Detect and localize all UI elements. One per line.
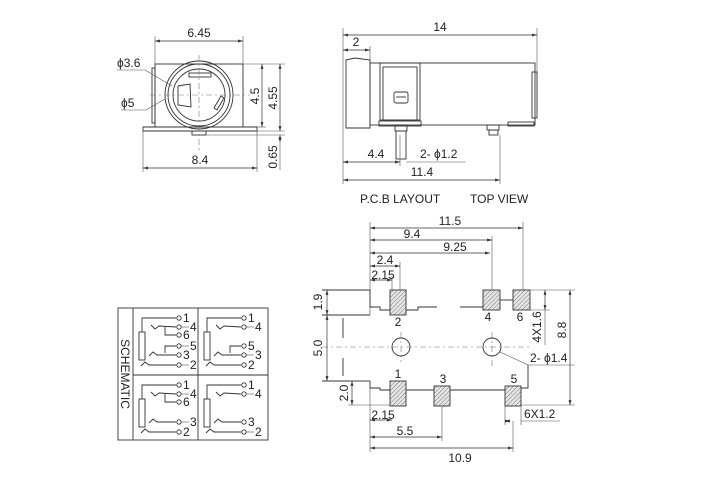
pin-terminal — [176, 343, 182, 349]
body-top — [369, 62, 536, 126]
pin-label: 6 — [183, 328, 190, 342]
dim-length: 14 — [433, 20, 447, 34]
dim-width-bottom: 8.4 — [192, 153, 209, 167]
pin-terminal — [176, 315, 182, 321]
jack-sleeve-symbol — [203, 398, 211, 428]
dim-pin-diameter: 2- ϕ1.2 — [420, 147, 458, 161]
pad-label-6: 6 — [517, 310, 524, 324]
dim-pad-bottom: 6X1.2 — [524, 407, 556, 421]
caption-top-view: TOP VIEW — [470, 192, 529, 206]
dim-1-9: 1.9 — [311, 293, 325, 310]
schematic-title: SCHEMATIC — [118, 339, 132, 409]
pin-terminal — [176, 429, 182, 435]
pin-label: 3 — [248, 415, 255, 429]
dim-9-25: 9.25 — [443, 240, 467, 254]
pin-terminal — [241, 382, 247, 388]
front-view: 6.45 ϕ3.6 ϕ5 4.5 4.55 0.65 8.4 — [117, 26, 285, 172]
pin-label: 1 — [183, 378, 190, 392]
pin-terminal — [176, 324, 182, 330]
dim-10-9: 10.9 — [448, 451, 472, 465]
pin-terminal — [176, 362, 182, 368]
pad-3 — [433, 385, 451, 407]
pin-label: 1 — [248, 378, 255, 392]
pad-1 — [389, 380, 407, 407]
pin-label: 2 — [183, 425, 190, 439]
dim-height-inner: 4.5 — [248, 87, 262, 104]
pin-label: 4 — [255, 387, 262, 401]
dim-2-15-top: 2.15 — [371, 268, 395, 282]
top-view: 14 2 4.4 2- ϕ1.2 11.4 P.C.B LAYOUT TOP V… — [342, 20, 538, 206]
pin-terminal — [241, 315, 247, 321]
pad-4 — [482, 289, 501, 311]
dim-5-5: 5.5 — [397, 424, 414, 438]
pin-label: 4 — [255, 320, 262, 334]
mounting-hole — [391, 337, 411, 357]
pin-terminal — [241, 362, 247, 368]
pin-label: 4 — [190, 387, 197, 401]
pin-terminal — [241, 352, 247, 358]
pin-label: 2 — [248, 358, 255, 372]
caption-pcb-layout: P.C.B LAYOUT — [360, 192, 441, 206]
pad-label-1: 1 — [395, 367, 402, 381]
pin-label: 6 — [183, 395, 190, 409]
pad-label-4: 4 — [485, 310, 492, 324]
dim-2-15-bottom: 2.15 — [371, 408, 395, 422]
pin-terminal — [241, 391, 247, 397]
pin-label: 3 — [190, 415, 197, 429]
pin-label: 5 — [248, 339, 255, 353]
pin-terminal — [176, 391, 182, 397]
pin-terminal — [176, 382, 182, 388]
dim-2-0: 2.0 — [337, 384, 351, 401]
pin-terminal — [176, 399, 182, 405]
dim-pin1-offset: 4.4 — [368, 147, 385, 161]
pin-terminal — [241, 419, 247, 425]
pin-terminal — [241, 343, 247, 349]
dim-pad-top: 4X1.6 — [530, 311, 544, 343]
dim-dia-inner: ϕ3.6 — [117, 56, 141, 70]
pad-2 — [389, 289, 407, 316]
pcb-layout: 11.5 9.4 9.25 2.4 2.15 2- ϕ1.4 2 — [311, 214, 575, 465]
mounting-hole — [482, 337, 502, 357]
dim-holes: 2- ϕ1.4 — [530, 351, 568, 365]
dim-8-8: 8.8 — [555, 321, 569, 338]
jack-sleeve-symbol — [138, 398, 146, 428]
pin-label: 2 — [255, 425, 262, 439]
pad-label-5: 5 — [511, 372, 518, 386]
dim-2-4: 2.4 — [377, 253, 394, 267]
front-lip — [345, 57, 371, 129]
dim-front-lip: 2 — [353, 35, 360, 49]
dim-flange-height: 0.65 — [266, 145, 280, 169]
pin-label: 5 — [190, 339, 197, 353]
pin-label: 1 — [248, 311, 255, 325]
dim-5-0: 5.0 — [311, 339, 325, 356]
pin-terminal — [176, 352, 182, 358]
pin-label: 3 — [255, 348, 262, 362]
pin-terminal — [176, 419, 182, 425]
jack-sleeve-symbol — [203, 331, 211, 361]
dim-width-top: 6.45 — [187, 26, 211, 40]
pin-terminal — [241, 324, 247, 330]
pin-terminal — [241, 429, 247, 435]
pad-label-3: 3 — [440, 372, 447, 386]
pad-label-2: 2 — [395, 315, 402, 329]
jack-sleeve-symbol — [138, 331, 146, 361]
pin-terminal — [176, 332, 182, 338]
pad-6 — [512, 289, 531, 311]
dim-dia-outer: ϕ5 — [121, 96, 135, 110]
dim-11-5: 11.5 — [439, 214, 462, 228]
pin-label: 1 — [183, 311, 190, 325]
dim-9-4: 9.4 — [404, 227, 421, 241]
dim-pin2-offset: 11.4 — [411, 165, 434, 179]
dim-height-outer: 4.55 — [266, 86, 280, 110]
pin-label: 4 — [190, 320, 197, 334]
pin-label: 3 — [183, 348, 190, 362]
pad-5 — [504, 385, 522, 407]
pin-label: 2 — [190, 358, 197, 372]
